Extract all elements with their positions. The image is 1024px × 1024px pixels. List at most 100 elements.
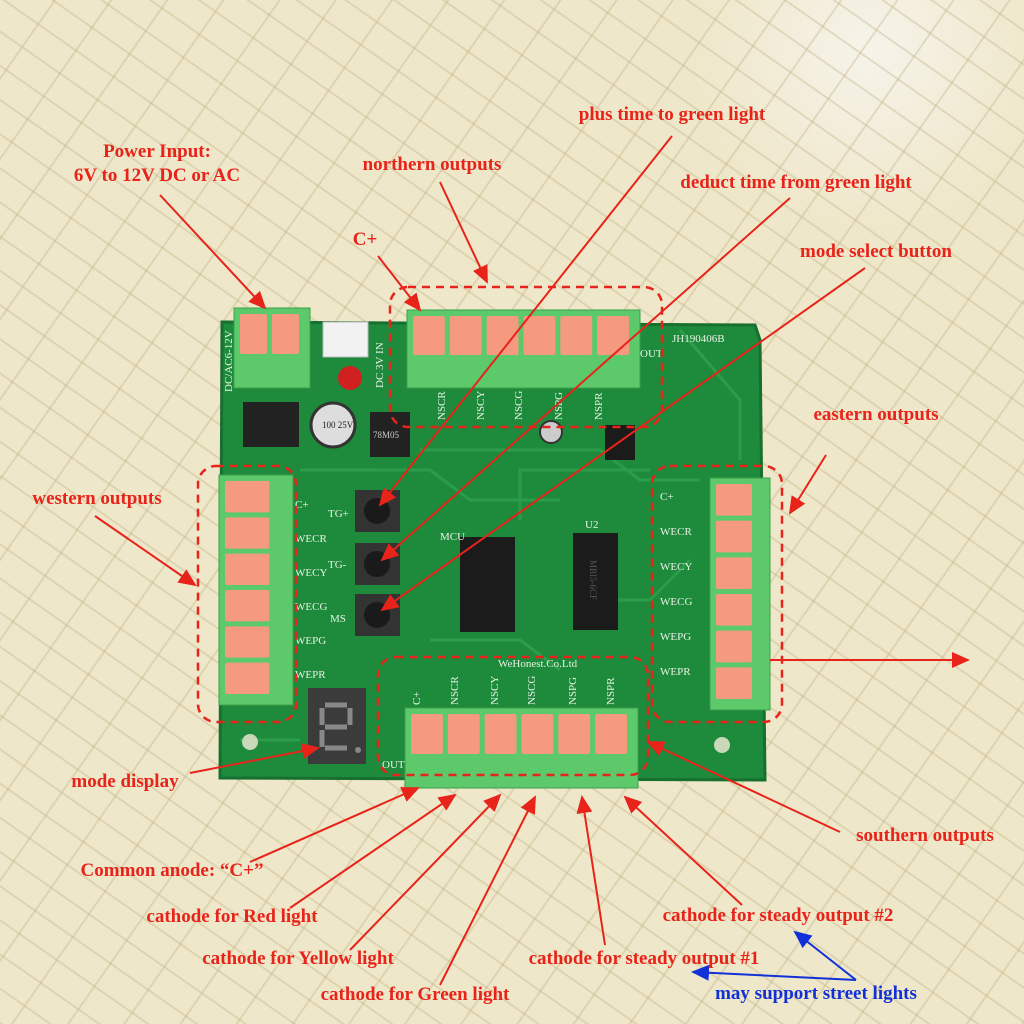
pin-label: NSPR <box>593 392 605 420</box>
terminal-lever[interactable] <box>716 520 752 553</box>
svg-text:TG+: TG+ <box>328 508 349 520</box>
terminal-lever[interactable] <box>595 714 627 754</box>
pin-label: NSPR <box>605 677 617 705</box>
label-cathode-steady-1: cathode for steady output #1 <box>528 948 760 969</box>
terminal-lever[interactable] <box>413 316 445 355</box>
label-southern-outputs: southern outputs <box>856 825 994 846</box>
terminal-lever[interactable] <box>272 314 299 354</box>
label-cathode-yellow: cathode for Yellow light <box>202 948 394 969</box>
svg-text:MBI5-6CF: MBI5-6CF <box>588 560 598 600</box>
mcu-chip <box>460 537 515 632</box>
u2-chip <box>573 533 618 630</box>
capacitor <box>309 401 357 449</box>
terminal-lever[interactable] <box>225 662 270 694</box>
terminal-lever[interactable] <box>449 316 482 355</box>
terminal-lever[interactable] <box>560 316 593 355</box>
pin-label: NSPG <box>553 392 565 420</box>
terminal-lever[interactable] <box>558 714 591 754</box>
label-western-outputs: western outputs <box>32 488 162 509</box>
svg-text:DC/AC6-12V: DC/AC6-12V <box>223 330 235 392</box>
seven-segment-display <box>308 688 366 764</box>
label-street-lights: may support street lights <box>715 983 917 1004</box>
terminal-lever[interactable] <box>716 484 752 516</box>
voltage-regulator <box>370 412 410 457</box>
power-led <box>338 366 362 390</box>
terminal-lever[interactable] <box>521 714 554 754</box>
terminal-lever[interactable] <box>597 316 629 355</box>
mount-hole <box>714 737 730 753</box>
terminal-lever[interactable] <box>716 630 752 663</box>
label-cathode-steady-2: cathode for steady output #2 <box>662 905 894 926</box>
pcb-traces <box>240 329 742 742</box>
label-power-input: Power Input:6V to 12V DC or AC <box>73 141 241 186</box>
pin-label: WEPR <box>660 666 691 678</box>
pin-label: WECG <box>295 601 327 613</box>
svg-text:TG-: TG- <box>328 559 347 571</box>
ms-button[interactable] <box>355 594 400 636</box>
svg-text:MS: MS <box>330 613 346 625</box>
terminal-lever[interactable] <box>484 714 517 754</box>
northern-terminal <box>406 309 641 389</box>
terminal-lever[interactable] <box>716 557 752 589</box>
pin-label: WECR <box>660 526 692 538</box>
svg-text:MCU: MCU <box>440 531 465 543</box>
svg-text:JH190406B: JH190406B <box>672 333 725 345</box>
terminal-lever[interactable] <box>716 594 752 626</box>
western-terminal <box>218 474 294 706</box>
terminal-lever[interactable] <box>225 517 270 549</box>
mount-hole <box>242 734 258 750</box>
terminal-lever[interactable] <box>225 553 270 585</box>
jst-connector <box>322 321 369 358</box>
pin-label: WECY <box>660 561 692 573</box>
svg-text:78M05: 78M05 <box>373 430 400 440</box>
label-cathode-red: cathode for Red light <box>146 906 318 927</box>
pin-label: WEPG <box>660 631 691 643</box>
label-eastern-outputs: eastern outputs <box>813 404 939 425</box>
pin-label: WECG <box>660 596 692 608</box>
regulator-chip <box>243 402 299 447</box>
svg-text:OUT: OUT <box>382 759 405 771</box>
label-mode-display: mode display <box>71 771 179 792</box>
pin-label: WECY <box>295 567 327 579</box>
label-common-anode: Common anode: “C+” <box>80 860 264 881</box>
label-cathode-green: cathode for Green light <box>320 984 510 1005</box>
terminal-lever[interactable] <box>240 314 267 354</box>
pin-label: NSCR <box>436 391 448 420</box>
terminal-lever[interactable] <box>411 714 443 754</box>
street-light-arrows <box>691 930 857 981</box>
terminal-lever[interactable] <box>486 316 519 355</box>
pin-label: WECR <box>295 533 327 545</box>
svg-text:OUT: OUT <box>640 348 663 360</box>
terminal-lever[interactable] <box>447 714 480 754</box>
tg-plus-button[interactable] <box>355 490 400 532</box>
terminal-lever[interactable] <box>716 667 752 699</box>
terminal-lever[interactable] <box>225 590 270 622</box>
label-mode-select: mode select button <box>800 241 952 262</box>
svg-text:DC 3V IN: DC 3V IN <box>374 342 386 388</box>
pin-label: C+ <box>660 491 674 503</box>
power-terminal <box>233 307 311 389</box>
pin-label: NSCR <box>449 676 461 705</box>
annotation-arrows <box>94 135 970 986</box>
terminal-lever[interactable] <box>225 626 270 658</box>
pin-label: NSCG <box>513 391 525 420</box>
pin-label: NSPG <box>567 677 579 705</box>
eastern-terminal <box>709 477 771 711</box>
svg-text:U2: U2 <box>585 519 598 531</box>
pin-label: WEPG <box>295 635 326 647</box>
terminal-lever[interactable] <box>523 316 556 355</box>
label-northern-outputs: northern outputs <box>362 154 502 175</box>
terminal-lever[interactable] <box>225 481 270 513</box>
pin-label: C+ <box>411 691 423 705</box>
pin-label: NSCG <box>526 676 538 705</box>
pin-label: NSCY <box>489 676 501 705</box>
pin-label: C+ <box>295 499 309 511</box>
label-c-plus: C+ <box>352 229 378 250</box>
label-plus-time: plus time to green light <box>578 104 766 125</box>
pin-label: NSCY <box>475 391 487 420</box>
pin-label: WEPR <box>295 669 326 681</box>
small-capacitor <box>539 420 563 444</box>
highlight-boxes <box>196 285 784 777</box>
svg-text:100 25V: 100 25V <box>322 420 354 430</box>
